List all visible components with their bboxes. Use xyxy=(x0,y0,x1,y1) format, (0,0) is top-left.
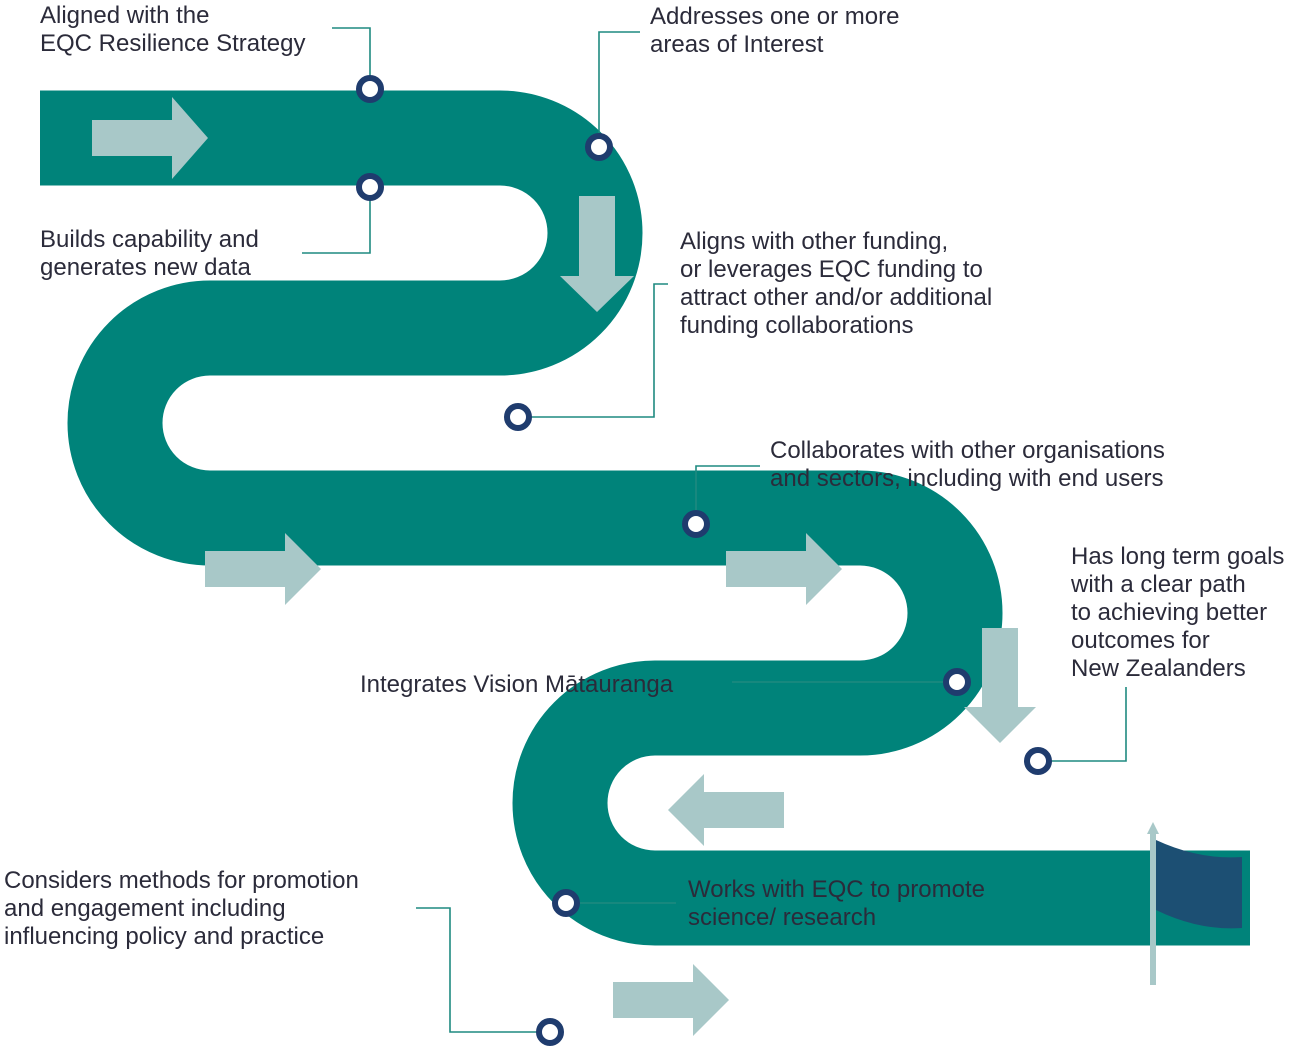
leader-line xyxy=(416,907,538,1033)
label-line: Collaborates with other organisations xyxy=(770,437,1165,464)
direction-arrow-icon xyxy=(668,774,784,846)
label-collaborates: Collaborates with other organisations an… xyxy=(770,437,1165,493)
leader-line xyxy=(1050,687,1127,762)
milestone-marker-icon xyxy=(504,403,532,431)
label-line: attract other and/or additional xyxy=(680,284,993,311)
leader-line xyxy=(530,283,668,418)
label-resilience-strategy: Aligned with the EQC Resilience Strategy xyxy=(40,2,305,58)
milestone-marker-icon xyxy=(585,133,613,161)
milestone-marker-icon xyxy=(1024,747,1052,775)
milestone-marker-icon xyxy=(356,75,384,103)
milestone-marker-icon xyxy=(943,668,971,696)
leader-line xyxy=(302,198,371,254)
label-line: influencing policy and practice xyxy=(4,923,325,950)
label-line: Builds capability and xyxy=(40,226,259,253)
label-line: Considers methods for promotion xyxy=(4,867,359,894)
label-line: Aligned with the xyxy=(40,2,210,29)
leader-line xyxy=(332,27,371,78)
label-line: and sectors, including with end users xyxy=(770,465,1164,492)
label-line: Aligns with other funding, xyxy=(680,228,949,255)
label-capability: Builds capability and generates new data xyxy=(40,226,259,282)
label-areas-of-interest: Addresses one or more areas of Interest xyxy=(650,3,899,59)
label-promotion-engagement: Considers methods for promotion and enga… xyxy=(4,867,359,951)
flag-pole-tip xyxy=(1147,822,1159,834)
label-line: or leverages EQC funding to xyxy=(680,256,983,283)
label-promote-science: Works with EQC to promote science/ resea… xyxy=(688,876,985,932)
label-line: Integrates Vision Mātauranga xyxy=(360,671,674,698)
direction-arrow-icon xyxy=(205,533,321,605)
direction-arrow-icon xyxy=(92,97,208,179)
label-vision-matauranga: Integrates Vision Mātauranga xyxy=(360,671,673,699)
label-line: with a clear path xyxy=(1071,571,1246,598)
label-line: Works with EQC to promote xyxy=(688,876,985,903)
label-line: outcomes for xyxy=(1071,627,1210,654)
direction-arrow-icon xyxy=(964,628,1036,743)
label-line: funding collaborations xyxy=(680,312,914,339)
direction-arrow-icon xyxy=(560,196,634,312)
milestone-marker-icon xyxy=(356,173,384,201)
label-line: to achieving better xyxy=(1071,599,1268,626)
leader-line xyxy=(695,465,760,513)
milestone-marker-icon xyxy=(536,1018,564,1046)
label-line: New Zealanders xyxy=(1071,655,1246,682)
flag-icon xyxy=(1156,840,1242,929)
direction-arrow-icon xyxy=(613,964,729,1036)
label-line: generates new data xyxy=(40,254,251,281)
milestone-marker-icon xyxy=(682,510,710,538)
milestone-marker-icon xyxy=(552,889,580,917)
label-line: Addresses one or more xyxy=(650,3,900,30)
label-line: Has long term goals xyxy=(1071,543,1285,570)
label-long-term-goals: Has long term goals with a clear path to… xyxy=(1071,543,1284,683)
label-line: EQC Resilience Strategy xyxy=(40,30,306,57)
direction-arrow-icon xyxy=(726,533,842,605)
leader-line xyxy=(598,31,640,136)
label-line: science/ research xyxy=(688,904,877,931)
label-line: areas of Interest xyxy=(650,31,824,58)
label-funding: Aligns with other funding, or leverages … xyxy=(680,228,992,340)
label-line: and engagement including xyxy=(4,895,286,922)
